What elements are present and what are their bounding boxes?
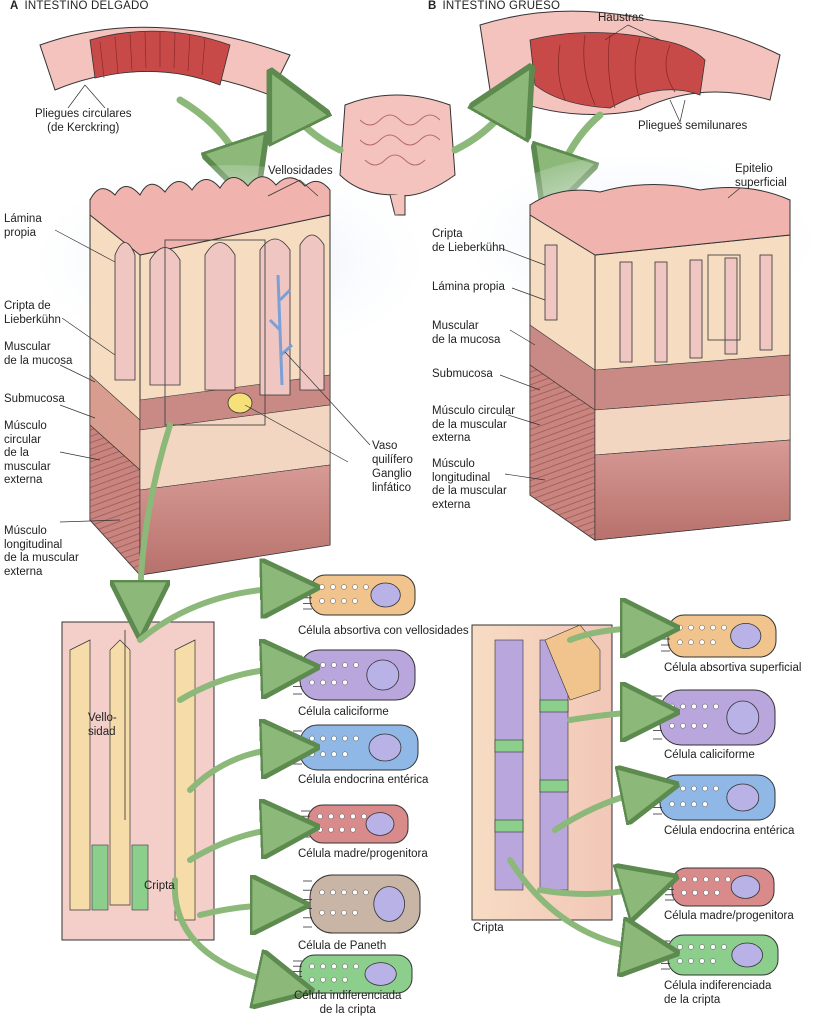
large-intestine-detail-panel (471, 624, 613, 921)
cell-madre-b (665, 867, 775, 907)
large-intestine-block (470, 155, 810, 541)
cell-label-absortiva-vellosidades: Célula absortiva con vellosidades (298, 625, 469, 637)
digestive-tract-icon (339, 94, 456, 216)
cell-endocrina-a (293, 724, 419, 771)
cell-label-caliciforme-a: Célula caliciforme (298, 706, 389, 718)
nucleus (731, 942, 763, 968)
nucleus (730, 623, 762, 650)
label-lamina-propia-b: Lámina propia (432, 281, 505, 293)
lower-arrows (140, 422, 650, 985)
nucleus (366, 659, 400, 691)
leader-lines (54, 24, 741, 523)
cell-label-endocrina-a: Célula endocrina entérica (298, 774, 429, 786)
cell-paneth (303, 874, 421, 934)
cell-label-madre-b: Célula madre/progenitora (664, 910, 794, 922)
label-pliegues-circulares: Pliegues circulares(de Kerckring) (35, 108, 132, 134)
nucleus (373, 886, 406, 922)
cell-indiferenciada-b (661, 934, 779, 976)
cell-absortiva-superficial (661, 614, 777, 658)
nucleus (365, 812, 395, 836)
cell-endocrina-b (653, 774, 776, 821)
cell-label-absortiva-superficial: Célula absortiva superficial (664, 662, 802, 674)
cell-madre-a (301, 804, 409, 844)
cell-label-paneth: Célula de Paneth (298, 940, 387, 952)
label-vellosidades: Vellosidades (268, 165, 333, 177)
label-vellosidad-detail: Vello-sidad (88, 712, 117, 738)
cell-label-endocrina-b: Célula endocrina entérica (664, 825, 795, 837)
cell-absortiva-vellosidades (303, 574, 416, 616)
nucleus (730, 875, 761, 899)
nucleus (364, 962, 397, 986)
nucleus (726, 783, 760, 812)
cell-label-madre-a: Célula madre/progenitora (298, 848, 428, 860)
nucleus (726, 700, 760, 735)
large-intestine-tube (479, 10, 781, 115)
cell-indiferenciada-a (293, 954, 413, 994)
cell-label-caliciforme-b: Célula caliciforme (664, 749, 755, 761)
label-cripta-detail-a: Cripta (144, 880, 175, 892)
small-intestine-detail-panel (61, 621, 215, 941)
small-intestine-block (40, 165, 420, 577)
nucleus (368, 733, 402, 762)
cell-caliciforme-b (653, 689, 776, 746)
cell-illustrations (293, 574, 779, 994)
nucleus (370, 582, 401, 608)
label-submucosa-b: Submucosa (432, 368, 493, 380)
label-submucosa-a: Submucosa (4, 393, 65, 405)
cell-caliciforme-a (293, 649, 416, 701)
label-pliegues-semilunares: Pliegues semilunares (638, 120, 748, 132)
label-haustras: Haustras (598, 12, 645, 24)
label-cripta-detail-b: Cripta (473, 922, 504, 934)
small-intestine-tube (39, 26, 291, 96)
